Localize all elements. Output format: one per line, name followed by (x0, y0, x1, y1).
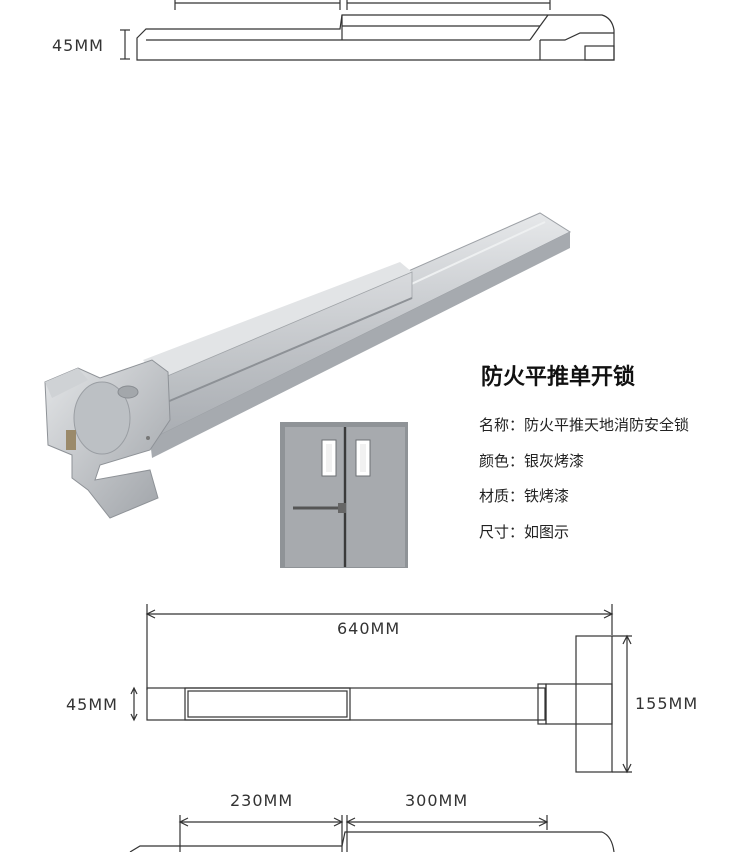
spec-value: 防火平推天地消防安全锁 (524, 416, 690, 434)
spec-row-color: 颜色：银灰烤漆 (479, 450, 584, 471)
spec-label: 尺寸： (479, 523, 525, 541)
right-segment-label: 300MM (405, 791, 469, 810)
spec-label: 材质： (479, 487, 525, 505)
length-label: 640MM (337, 619, 401, 638)
spec-value: 如图示 (524, 523, 570, 541)
spec-label: 名称： (479, 416, 525, 434)
end-height-label: 155MM (635, 694, 699, 713)
bar-height-label: 45MM (66, 695, 118, 714)
product-title: 防火平推单开锁 (481, 365, 636, 390)
spec-value: 铁烤漆 (524, 487, 570, 505)
spec-row-material: 材质：铁烤漆 (479, 485, 569, 506)
spec-row-name: 名称：防火平推天地消防安全锁 (479, 414, 689, 435)
top-height-label: 45MM (52, 36, 104, 55)
spec-label: 颜色： (479, 452, 525, 470)
left-segment-label: 230MM (230, 791, 294, 810)
spec-row-size: 尺寸：如图示 (479, 521, 569, 542)
spec-value: 银灰烤漆 (524, 452, 585, 470)
